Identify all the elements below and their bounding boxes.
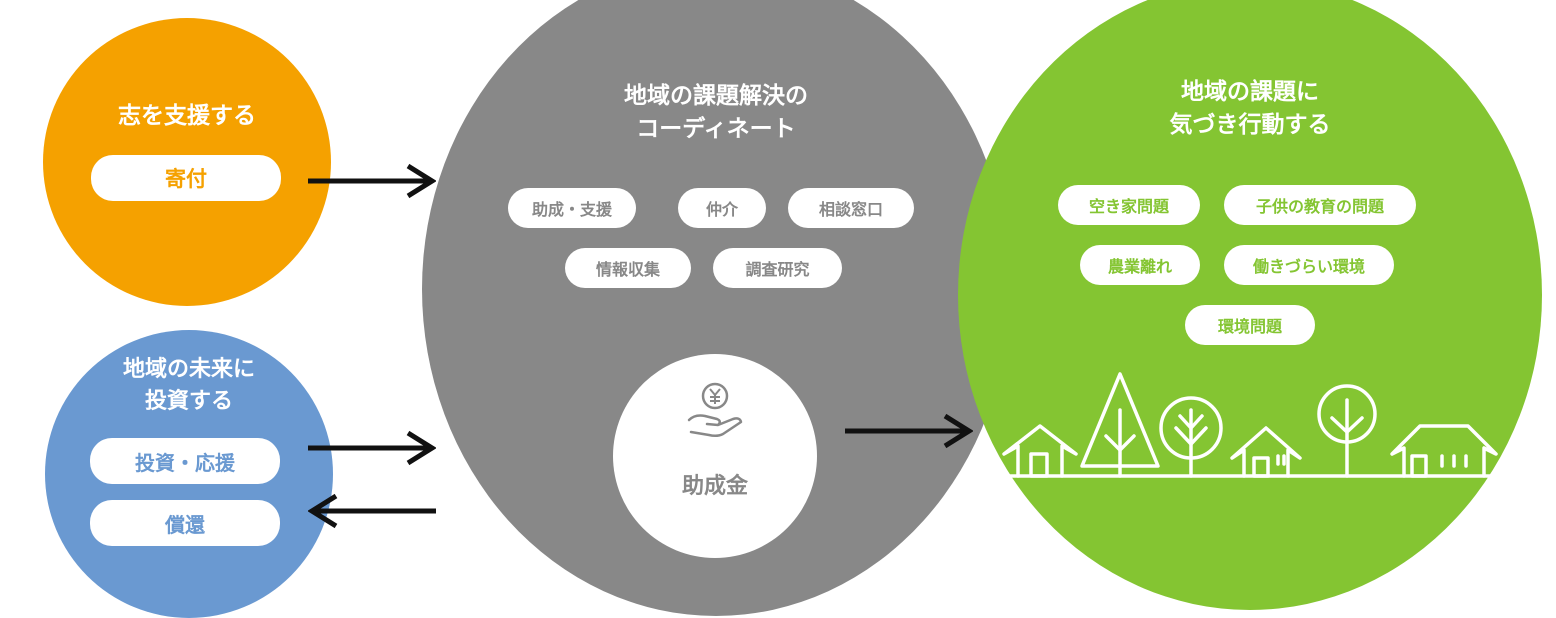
coordination-title-line-2: コーディネート (636, 116, 796, 143)
arrow-grant-to-action (845, 413, 973, 449)
yen-hand-icon (683, 380, 747, 440)
grant-label: 助成金 (681, 474, 748, 499)
action-title: 地域の課題に 気づき行動する (958, 76, 1542, 143)
tag-education: 子供の教育の問題 (1224, 185, 1416, 225)
arrow-repayment-to-investment (308, 493, 436, 529)
coordination-circle: 地域の課題解決の コーディネート 助成・支援 仲介 相談窓口 情報収集 調査研究… (422, 0, 1010, 616)
tag-agriculture: 農業離れ (1080, 245, 1200, 285)
coordination-title: 地域の課題解決の コーディネート (422, 80, 1010, 147)
investment-title-line-2: 投資する (144, 388, 233, 414)
repayment-label: 償還 (90, 500, 280, 546)
arrow-donation-to-coordination (308, 163, 436, 199)
tag-information: 情報収集 (565, 248, 691, 288)
town-skyline-icon (996, 370, 1530, 490)
action-title-line-1: 地域の課題に (1181, 79, 1319, 105)
action-circle: 地域の課題に 気づき行動する 空き家問題 子供の教育の問題 農業離れ 働きづらい… (958, 0, 1542, 610)
action-title-line-2: 気づき行動する (1169, 112, 1331, 139)
coordination-title-line-1: 地域の課題解決の (624, 83, 808, 109)
donation-title: 志を支援する (118, 103, 256, 129)
tag-environment: 環境問題 (1185, 305, 1315, 345)
donation-circle: 志を支援する 寄付 (43, 18, 331, 306)
arrow-investment-to-coordination (308, 430, 436, 466)
investment-circle: 地域の未来に 投資する 投資・応援 償還 (45, 330, 333, 618)
investment-support-label: 投資・応援 (90, 438, 280, 484)
investment-title-line-1: 地域の未来に (122, 357, 255, 382)
tag-work-environment: 働きづらい環境 (1224, 245, 1394, 285)
tag-consultation: 相談窓口 (788, 188, 914, 228)
tag-research: 調査研究 (713, 248, 842, 288)
tag-grant-support: 助成・支援 (508, 188, 636, 228)
donation-label: 寄付 (91, 155, 281, 201)
tag-mediation: 仲介 (678, 188, 766, 228)
tag-vacant-houses: 空き家問題 (1058, 185, 1200, 225)
investment-title: 地域の未来に 投資する (45, 354, 333, 418)
grant-circle: 助成金 (613, 354, 817, 558)
